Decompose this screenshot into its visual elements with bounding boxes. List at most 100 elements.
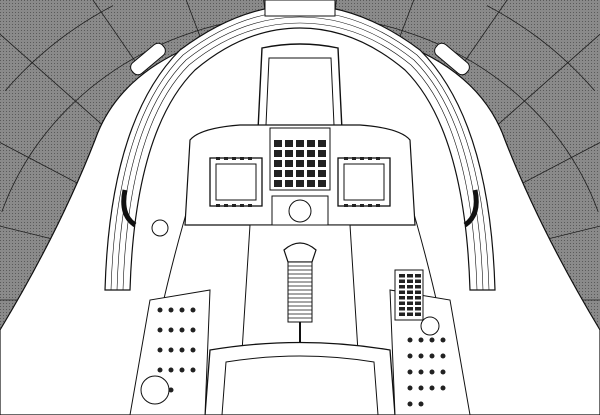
switch: [429, 385, 435, 391]
ufc-key: [285, 160, 293, 167]
switch: [418, 337, 424, 343]
ufc-key: [274, 160, 282, 167]
mfd-button: [360, 157, 364, 160]
seat-cushion: [221, 355, 379, 415]
mfd-button: [232, 157, 236, 160]
right-keypad-panel: [394, 269, 424, 321]
ufc-key: [307, 170, 315, 177]
ufc-key: [274, 150, 282, 157]
mfd-button: [376, 204, 380, 207]
keypad-key: [399, 296, 405, 300]
mfd-button: [240, 204, 244, 207]
canopy-handle-left: [130, 42, 166, 76]
switch: [407, 401, 413, 407]
keypad-key: [415, 301, 421, 305]
left-mfd-screen: [215, 163, 257, 201]
right-mfd-screen: [343, 163, 385, 201]
switch: [429, 337, 435, 343]
switch: [190, 327, 196, 333]
switch: [168, 347, 174, 353]
mfd-button: [216, 157, 220, 160]
right-gauge: [420, 316, 440, 336]
up-front-controller: [269, 127, 331, 191]
switch: [168, 307, 174, 313]
switch: [190, 367, 196, 373]
switch: [179, 307, 185, 313]
wire-ring: [486, 5, 595, 91]
canopy-handle-right: [434, 42, 470, 76]
switch: [168, 367, 174, 373]
ufc-key: [318, 140, 326, 147]
switch: [179, 367, 185, 373]
switch: [429, 353, 435, 359]
switch: [407, 385, 413, 391]
right-console-switches: [407, 337, 446, 407]
mfd-button: [232, 204, 236, 207]
canopy-top-block: [264, 0, 336, 17]
switch: [440, 337, 446, 343]
ufc-key: [307, 140, 315, 147]
control-stick-grip: [283, 242, 317, 263]
switch: [440, 369, 446, 375]
ejection-seat: [204, 341, 396, 415]
switch: [407, 369, 413, 375]
switch: [190, 307, 196, 313]
keypad-key: [415, 274, 421, 278]
keypad-key: [399, 301, 405, 305]
switch: [157, 347, 163, 353]
keypad-key: [399, 312, 405, 316]
switch: [418, 369, 424, 375]
keypad-key: [415, 285, 421, 289]
mfd-button: [344, 204, 348, 207]
switch: [407, 337, 413, 343]
keypad-key: [415, 307, 421, 311]
switch: [157, 327, 163, 333]
mfd-button: [344, 157, 348, 160]
ufc-key: [285, 180, 293, 187]
keypad-key: [415, 290, 421, 294]
mfd-button: [216, 204, 220, 207]
left-gauge: [151, 219, 169, 237]
switch: [418, 401, 424, 407]
ufc-key: [296, 140, 304, 147]
ufc-key: [285, 170, 293, 177]
ufc-key: [307, 160, 315, 167]
switch: [440, 385, 446, 391]
switch: [168, 387, 174, 393]
keypad-key: [407, 274, 413, 278]
switch: [190, 347, 196, 353]
stick-boot-ribs: [288, 265, 312, 319]
keypad-key: [407, 307, 413, 311]
mfd-button: [248, 157, 252, 160]
hud-frame: [257, 43, 343, 131]
keypad-key: [399, 290, 405, 294]
switch: [179, 327, 185, 333]
ufc-key: [285, 150, 293, 157]
wire-ring: [5, 5, 114, 91]
keypad-key: [399, 307, 405, 311]
center-gauge: [288, 199, 312, 223]
keypad-key: [407, 285, 413, 289]
mfd-button: [224, 204, 228, 207]
mfd-bezel-buttons: [216, 157, 380, 207]
ufc-key: [296, 150, 304, 157]
right-keypad: [399, 274, 421, 316]
mfd-button: [248, 204, 252, 207]
ufc-key: [318, 150, 326, 157]
mfd-button: [352, 157, 356, 160]
keypad-key: [407, 279, 413, 283]
ufc-key: [318, 180, 326, 187]
arch-line: [116, 16, 484, 291]
switch: [179, 347, 185, 353]
control-stick-boot: [287, 261, 313, 323]
keypad-key: [407, 296, 413, 300]
throttle-knob: [140, 375, 170, 405]
switch: [418, 385, 424, 391]
ufc-key: [318, 160, 326, 167]
mfd-button: [368, 204, 372, 207]
switch: [407, 353, 413, 359]
mfd-button: [368, 157, 372, 160]
switch: [168, 327, 174, 333]
mfd-button: [360, 204, 364, 207]
